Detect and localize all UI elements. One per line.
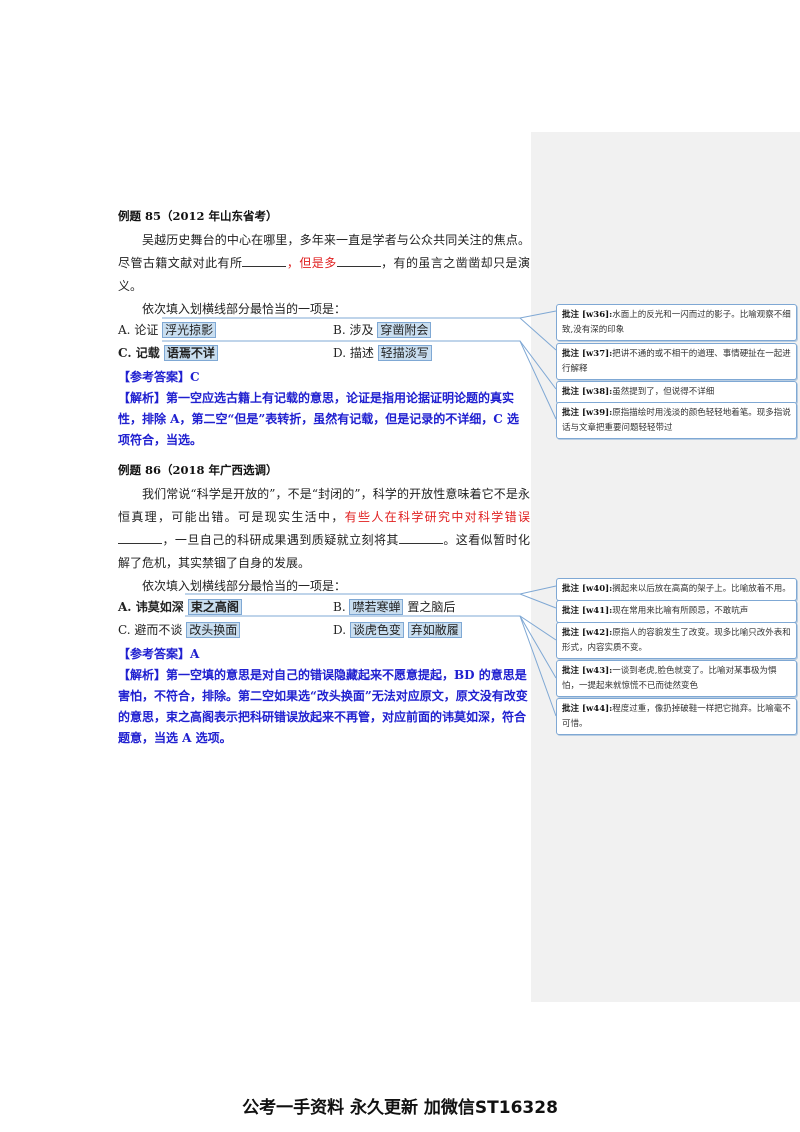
question-stem: 我们常说“科学是开放的”，不是“封闭的”，科学的开放性意味着它不是永恒真理，可能… — [118, 487, 530, 570]
answer-line: 【参考答案】A — [118, 647, 200, 661]
option-a[interactable]: A. 论证 浮光掠影 — [118, 321, 217, 338]
comment-w44[interactable]: 批注 [w44]:程度过重，像扔掉破鞋一样把它抛弃。比喻毫不可惜。 — [556, 698, 797, 735]
comment-margin-panel — [531, 132, 800, 1002]
analysis-text: 【解析】第一空应选古籍上有记载的意思，论证是指用论据证明论题的真实性，排除 A，… — [118, 391, 520, 447]
options-row-2: C. 避而不谈 改头换面 D. 谈虎色变 弃如敝履 — [118, 621, 530, 644]
option-b[interactable]: B. 噤若寒蝉 置之脑后 — [333, 599, 456, 615]
blank-line — [336, 266, 381, 267]
analysis-text: 【解析】第一空填的意思是对自己的错误隐藏起来不愿意提起，BD 的意思是害怕，不符… — [118, 668, 528, 745]
blank-line — [118, 543, 162, 544]
question-86: 例题 86（2018 年广西选调） 我们常说“科学是开放的”，不是“封闭的”，科… — [118, 462, 530, 749]
option-c[interactable]: C. 记载 语焉不详 — [118, 344, 218, 361]
question-title: 例题 85（2012 年山东省考） — [118, 209, 278, 223]
answer-line: 【参考答案】C — [118, 370, 200, 384]
blank-line — [398, 543, 443, 544]
option-d[interactable]: D. 谈虎色变 弃如敝履 — [333, 621, 462, 638]
question-title: 例题 86（2018 年广西选调） — [118, 463, 278, 477]
option-b[interactable]: B. 涉及 穿凿附会 — [333, 321, 432, 338]
comment-w42[interactable]: 批注 [w42]:原指人的容貌发生了改变。现多比喻只改外表和形式，内容实质不变。 — [556, 622, 797, 659]
comment-w40[interactable]: 批注 [w40]:搁起来以后放在高高的架子上。比喻放着不用。 — [556, 578, 797, 601]
options-row-2: C. 记载 语焉不详 D. 描述 轻描淡写 — [118, 344, 530, 367]
options-row-1: A. 讳莫如深 束之高阁 B. 噤若寒蝉 置之脑后 — [118, 598, 530, 621]
options-row-1: A. 论证 浮光掠影 B. 涉及 穿凿附会 — [118, 321, 530, 344]
footer-text: 公考一手资料 永久更新 加微信ST16328 — [242, 1098, 558, 1118]
question-85: 例题 85（2012 年山东省考） 吴越历史舞台的中心在哪里，多年来一直是学者与… — [118, 208, 530, 451]
comment-w36[interactable]: 批注 [w36]:水面上的反光和一闪而过的影子。比喻观察不细致,没有深的印象 — [556, 304, 797, 341]
comment-w41[interactable]: 批注 [w41]:现在常用来比喻有所顾忌，不敢吭声 — [556, 600, 797, 623]
question-stem: 吴越历史舞台的中心在哪里，多年来一直是学者与公众共同关注的焦点。尽管古籍文献对此… — [118, 233, 530, 293]
question-prompt: 依次填入划横线部分最恰当的一项是： — [142, 579, 347, 593]
comment-w38[interactable]: 批注 [w38]:虽然提到了，但说得不详细 — [556, 381, 797, 404]
comment-w43[interactable]: 批注 [w43]:一谈到老虎,脸色就变了。比喻对某事极为惧怕，一提起来就惊慌不已… — [556, 660, 797, 697]
option-c[interactable]: C. 避而不谈 改头换面 — [118, 621, 241, 638]
blank-line — [242, 266, 287, 267]
comment-w39[interactable]: 批注 [w39]:原指描绘时用浅淡的颜色轻轻地着笔。现多指说话与文章把重要问题轻… — [556, 402, 797, 439]
question-prompt: 依次填入划横线部分最恰当的一项是： — [142, 302, 347, 316]
option-d[interactable]: D. 描述 轻描淡写 — [333, 344, 432, 361]
comment-w37[interactable]: 批注 [w37]:把讲不通的或不相干的道理、事情硬扯在一起进行解释 — [556, 343, 797, 380]
option-a[interactable]: A. 讳莫如深 束之高阁 — [118, 598, 242, 615]
